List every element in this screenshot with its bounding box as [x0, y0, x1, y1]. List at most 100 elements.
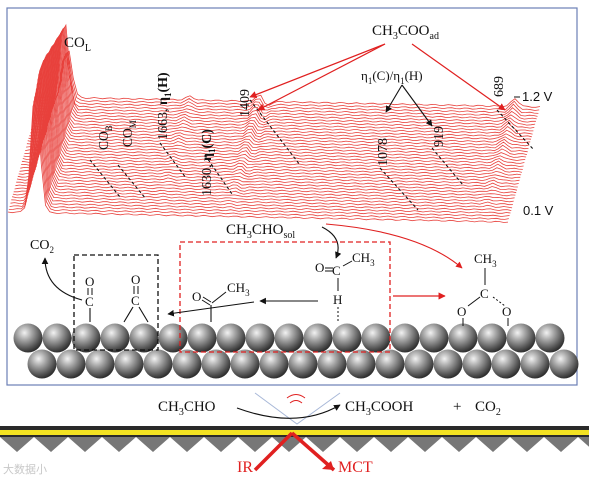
metal-atom [520, 349, 550, 379]
metal-atom [71, 323, 101, 353]
metal-atom [549, 349, 579, 379]
spectrum-trace [33, 28, 534, 132]
spectrum-trace [37, 55, 538, 117]
spectrum-trace [12, 67, 513, 206]
eta-pair-arrows [385, 84, 433, 127]
spectrum-trace [16, 55, 518, 191]
atom-c-bridge: C [131, 293, 140, 308]
metal-atom [390, 323, 420, 353]
spectrum-trace [22, 46, 523, 170]
spectrum-trace [8, 91, 509, 220]
label-1663-eta1h: 1663, η1(H) [156, 72, 173, 140]
prism-sawtooth [0, 437, 589, 452]
atom-c-ald: C [332, 263, 341, 278]
spectrum-trace [20, 51, 521, 179]
spectrum-trace [7, 95, 509, 223]
arrow-to-1409 [249, 43, 386, 98]
adsorbate-acetaldehyde: O C CH3 H [315, 250, 375, 322]
acetate-arrows [249, 43, 506, 111]
spectrum-trace [17, 53, 518, 188]
spectrum-trace [26, 40, 527, 155]
spectrum-trace [32, 30, 533, 135]
label-co2: CO2 [30, 238, 54, 255]
spectrum-trace [35, 26, 536, 126]
label-1630-eta1c: 1630, η1(C) [200, 129, 217, 196]
metal-atom [535, 323, 565, 353]
ir-beam-in [253, 431, 294, 472]
metal-atom [462, 349, 492, 379]
spectrum-trace [23, 45, 524, 167]
metal-atom [85, 349, 115, 379]
metal-atom [274, 323, 304, 353]
eq-product1: CH3COOH [345, 399, 414, 418]
metal-atom [245, 323, 275, 353]
metal-atom [419, 323, 449, 353]
atom-o-ald: O [315, 260, 324, 275]
group-ch3-acetate: CH3 [474, 251, 497, 269]
label-acetate-ad: CH3COOad [372, 23, 439, 42]
atom-h-ald: H [333, 292, 342, 307]
peak-guide-lines [89, 99, 535, 211]
spectrum-trace [11, 77, 512, 211]
metal-atom [114, 349, 144, 379]
watermark: 大数据小 [3, 462, 47, 476]
metal-atom [433, 349, 463, 379]
bond-acetyl-cch3 [211, 291, 227, 304]
bond-acetyl-co2 [201, 299, 211, 306]
peak-line-689 [496, 109, 535, 151]
peak-line-co-m [117, 164, 147, 200]
label-potential-bottom: 0.1 V [523, 203, 554, 218]
metal-surface [13, 323, 579, 379]
metal-atom [42, 323, 72, 353]
ir-beam-out-head [322, 461, 334, 470]
metal-atom [332, 323, 362, 353]
spectrum-trace [28, 37, 529, 150]
label-co-m: COM [120, 120, 138, 147]
co-box [73, 254, 159, 351]
label-eta-pair: η1(C)/η1(H) [361, 68, 423, 86]
bond-bridge-l [123, 306, 134, 323]
metal-atom [201, 349, 231, 379]
metal-atom [448, 323, 478, 353]
label-co-l: COL [64, 35, 91, 54]
metal-atom [477, 323, 507, 353]
group-ch3-acetyl: CH3 [227, 280, 250, 298]
metal-atom [259, 349, 289, 379]
spectrum-trace [15, 58, 516, 197]
acetaldehyde-box [179, 241, 391, 353]
peak-line-co-b [89, 159, 121, 198]
adsorbate-co-bridge: O C [123, 272, 149, 323]
arrow-to-co2 [41, 257, 83, 301]
electrode-film-dark [0, 426, 589, 430]
bond-acetyl-co1 [202, 296, 212, 303]
atom-c-acetate: C [480, 286, 489, 301]
spectrum-trace [35, 25, 536, 123]
figure-frame [6, 7, 578, 386]
spectrum-trace [27, 38, 528, 153]
metal-atom [187, 323, 217, 353]
metal-atom [13, 323, 43, 353]
metal-atom [288, 349, 318, 379]
label-mct: MCT [338, 459, 373, 476]
emission-arc-2 [286, 394, 306, 399]
spectrum-trace [38, 53, 539, 114]
spectrum-trace [39, 50, 541, 108]
spectrum-trace [16, 57, 517, 194]
metal-atom [27, 349, 57, 379]
metal-atom [346, 349, 376, 379]
arrow-sol-to-adsorbate [321, 226, 342, 259]
spectrum-trace [21, 49, 522, 176]
spectrum-trace [36, 23, 537, 120]
arrow-acetyl-to-co [167, 301, 255, 317]
atom-c-linear: C [85, 294, 94, 309]
spectrum-trace [39, 51, 540, 111]
bond-ald-cch3 [342, 260, 353, 267]
metal-atom [361, 323, 391, 353]
eq-arrow [236, 404, 341, 419]
atom-o-bridge: O [131, 272, 140, 287]
arrow-to-1078 [385, 84, 403, 113]
atom-o-linear: O [85, 274, 94, 289]
label-ir: IR [237, 459, 253, 476]
label-689: 689 [492, 76, 507, 97]
bond-acetate-o2 [492, 296, 506, 307]
